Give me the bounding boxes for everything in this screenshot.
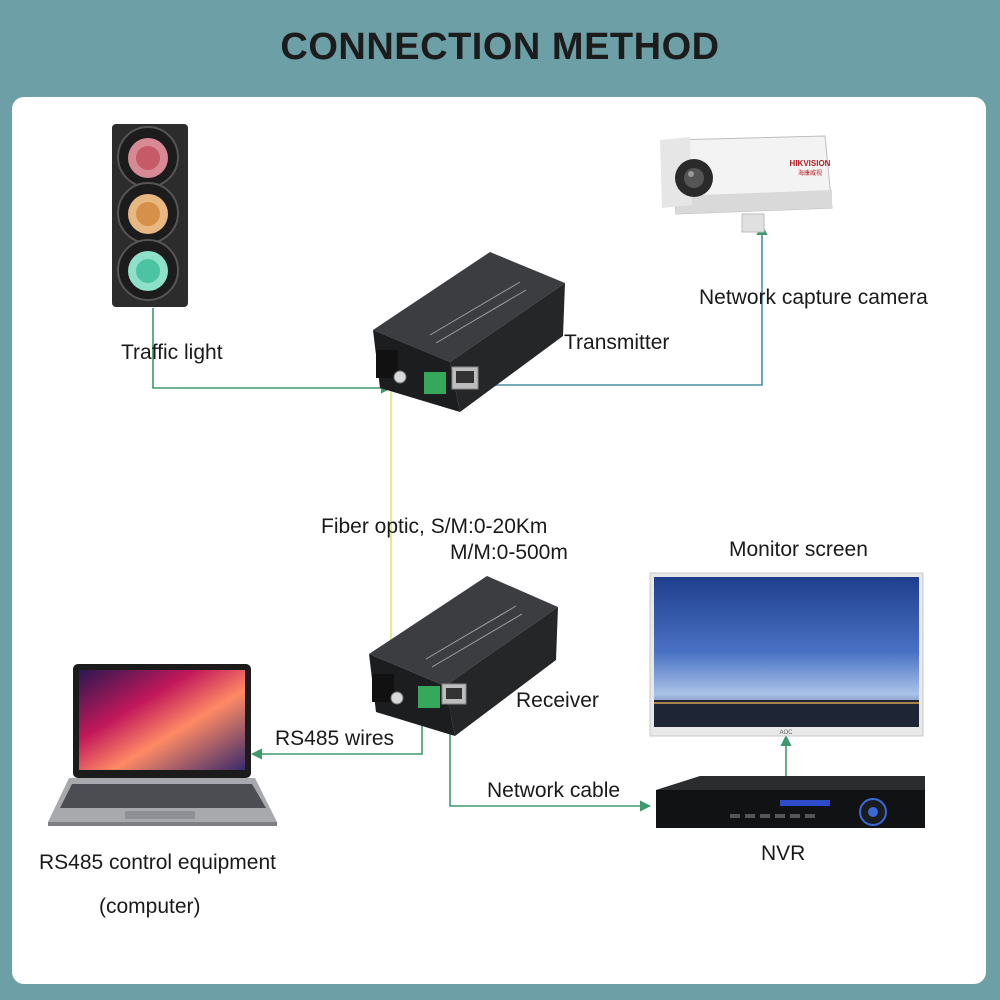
monitor-label: Monitor screen xyxy=(729,538,868,561)
camera-brand-line2: 海康威视 xyxy=(798,169,822,177)
network-cable-label: Network cable xyxy=(487,779,621,802)
rs485-wires-label: RS485 wires xyxy=(275,727,395,750)
rs485-equipment-label-line1: RS485 control equipment xyxy=(39,851,276,874)
traffic-light-link xyxy=(152,308,393,394)
fiber-optic-label-line1: Fiber optic, S/M:0-20Km xyxy=(321,515,548,538)
nvr-label: NVR xyxy=(761,842,806,865)
transmitter-label: Transmitter xyxy=(564,331,670,354)
rs485-equipment-label-line2: (computer) xyxy=(99,895,201,918)
camera-link xyxy=(478,223,768,386)
traffic-light-label: Traffic light xyxy=(121,341,223,364)
laptop-computer-icon xyxy=(48,664,277,826)
fiber-optic-label-line2: M/M:0-500m xyxy=(450,541,568,564)
page-title: CONNECTION METHOD xyxy=(280,26,720,68)
camera-brand-line1: HIKVISION xyxy=(790,159,831,168)
traffic-light-icon xyxy=(112,124,188,307)
monitor-brand: AOC xyxy=(779,730,793,736)
receiver-device-icon xyxy=(369,576,558,736)
receiver-label: Receiver xyxy=(516,689,599,712)
connection-lines xyxy=(152,223,792,812)
camera-label: Network capture camera xyxy=(699,286,928,309)
monitor-screen-icon: AOC xyxy=(649,572,924,737)
network-cable-link xyxy=(449,708,652,812)
transmitter-device-icon xyxy=(373,252,565,412)
nvr-device-icon xyxy=(656,776,925,828)
network-camera-icon: HIKVISION 海康威视 xyxy=(660,135,833,233)
